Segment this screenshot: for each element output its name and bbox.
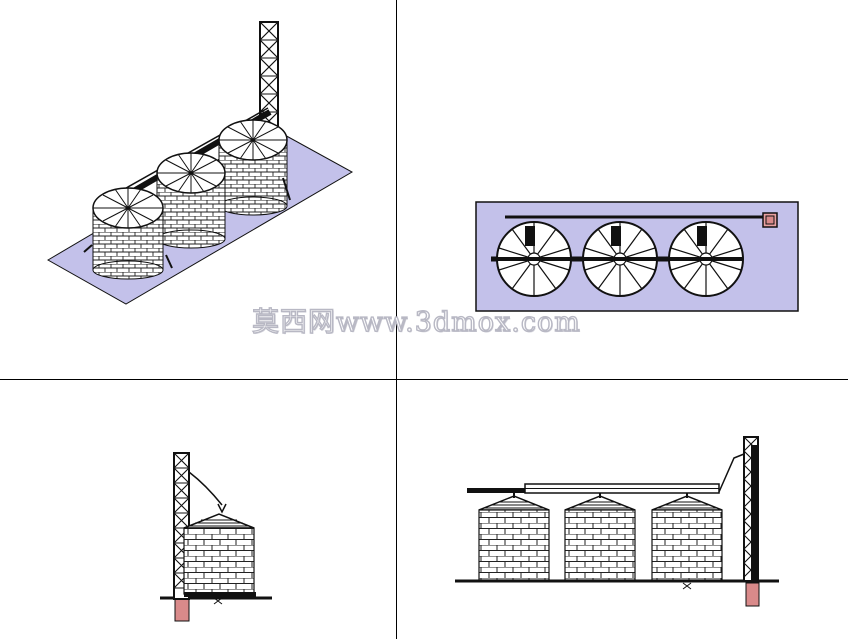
front-drawing — [455, 436, 779, 607]
viewport-top[interactable] — [397, 0, 848, 379]
front-silo-1 — [478, 493, 550, 581]
front-footing — [745, 582, 760, 607]
viewport-divider-horizontal — [0, 379, 848, 380]
iso-silo-1 — [92, 187, 164, 280]
iso-silo-3 — [218, 119, 288, 216]
front-tower — [743, 436, 759, 582]
elevator-tower — [259, 21, 279, 131]
front-conveyor — [467, 453, 745, 494]
side-silo — [183, 513, 256, 597]
front-silo-2 — [564, 493, 636, 581]
viewport-divider-vertical — [396, 0, 397, 639]
viewport-side[interactable] — [0, 380, 396, 639]
iso-silo-2 — [156, 152, 226, 249]
front-silo-3 — [651, 493, 723, 581]
isometric-drawing — [46, 21, 354, 305]
viewport-isometric[interactable] — [0, 0, 396, 379]
plan-drawing — [475, 201, 799, 312]
watermark-text: 莫西网www.3dmox.com — [251, 306, 581, 338]
side-footing — [174, 598, 190, 622]
viewport-front[interactable] — [397, 380, 848, 639]
side-drawing — [160, 452, 272, 622]
